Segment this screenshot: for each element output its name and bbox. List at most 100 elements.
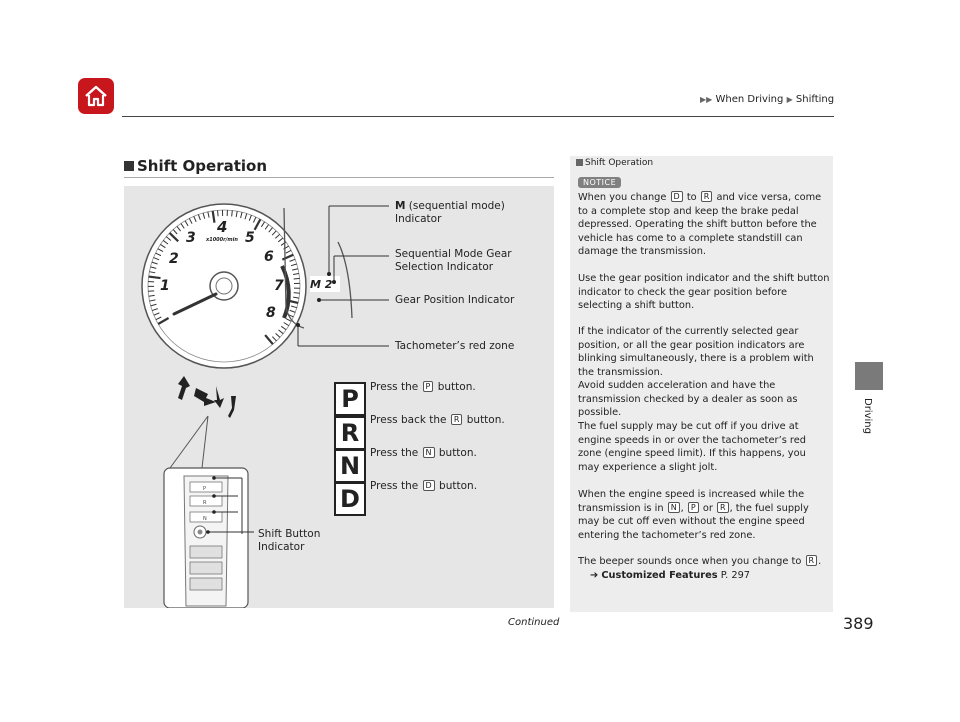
svg-text:N: N: [203, 516, 207, 522]
tachometer-needle: [172, 292, 218, 316]
gauge-number-4: 4: [216, 218, 227, 236]
gauge-tick: [285, 318, 292, 322]
gauge-tick: [148, 294, 155, 297]
gauge-tick: [272, 336, 277, 342]
gauge-tick: [168, 232, 179, 243]
gauge-tick: [197, 214, 201, 221]
gauge-tick: [274, 233, 281, 239]
gauge-tick: [176, 226, 182, 232]
gauge-tick: [151, 308, 158, 312]
section-title: Shift Operation: [124, 157, 554, 178]
chapter-tab-marker[interactable]: [855, 362, 883, 390]
gauge-tick: [293, 296, 300, 299]
gauge-number-8: 8: [266, 305, 276, 321]
gauge-tick: [268, 227, 273, 233]
side-note-box: [570, 156, 833, 612]
step-text-r: Press back the R button.: [370, 414, 505, 426]
gauge-tick: [180, 223, 185, 229]
gauge-tick: [202, 212, 206, 219]
customized-features-link[interactable]: ➔ Customized Features P. 297: [590, 570, 751, 581]
gauge-tick: [165, 236, 172, 241]
link-arrow-icon: ➔: [590, 570, 599, 581]
page-number: 389: [843, 614, 874, 633]
breadcrumb-when-driving[interactable]: When Driving: [715, 94, 784, 105]
gauge-tick: [172, 229, 178, 235]
note-heading: Shift Operation: [576, 158, 653, 168]
section-bullet-icon: [124, 161, 134, 171]
chapter-tab-label[interactable]: Driving: [862, 398, 873, 434]
section-title-text: Shift Operation: [137, 157, 268, 175]
gauge-tick: [149, 271, 156, 274]
gauge-unit: x1000r/min: [205, 237, 238, 243]
gauge-tick: [283, 322, 290, 327]
home-icon: [85, 85, 107, 107]
breadcrumb-arrow-icon: ▶: [786, 95, 793, 104]
step-text-d: Press the D button.: [370, 480, 478, 492]
gauge-number-1: 1: [160, 278, 170, 294]
gauge-tick: [207, 211, 210, 218]
note-paragraph-3b: Avoid sudden acceleration and have the t…: [578, 380, 798, 418]
gauge-tick: [278, 329, 284, 335]
gauge-tick: [271, 230, 277, 236]
gauge-tick: [260, 221, 266, 228]
gauge-number-6: 6: [264, 249, 274, 265]
gauge-tick: [157, 248, 164, 253]
shift-button-console: P R N: [163, 467, 249, 608]
gauge-tick: [231, 210, 233, 217]
gauge-tick: [188, 218, 193, 224]
header-divider: [122, 116, 834, 117]
gauge-tick: [280, 325, 287, 331]
gauge-number-5: 5: [245, 230, 255, 246]
callout-sequential-gear: Sequential Mode Gear Selection Indicator: [395, 248, 512, 273]
gauge-tick: [217, 210, 219, 217]
step-letter-d: D: [334, 482, 366, 516]
gauge-tick: [264, 334, 274, 345]
step-letter-n: N: [334, 449, 366, 483]
gauge-tick: [211, 210, 216, 223]
notice-badge: NOTICE: [578, 177, 622, 188]
sequential-indicator-display: M 2: [310, 278, 333, 291]
gauge-tick: [290, 305, 297, 309]
gauge-tick: [252, 216, 257, 223]
gauge-tick: [162, 240, 169, 245]
gauge-tick: [157, 317, 170, 325]
gauge-tick: [264, 224, 270, 230]
callout-gear-position: Gear Position Indicator: [395, 294, 515, 306]
note-paragraph-6: The beeper sounds once when you change t…: [578, 555, 822, 567]
gauge-tick: [244, 213, 248, 220]
red-zone-arc: [280, 265, 291, 319]
gauge-number-7: 7: [274, 278, 284, 294]
gauge-tick: [155, 252, 162, 257]
gauge-tick: [290, 263, 297, 267]
gauge-tick: [235, 211, 238, 218]
gauge-number-3: 3: [186, 230, 196, 246]
callout-shift-button-indicator: Shift Button Indicator: [258, 528, 321, 553]
gauge-tick: [289, 258, 296, 262]
note-paragraph-1: When you change D to R and vice versa, c…: [578, 191, 822, 257]
gauge-tick: [292, 268, 299, 271]
home-button[interactable]: [78, 78, 114, 114]
gauge-tick: [293, 277, 300, 280]
gauge-tick: [248, 214, 252, 221]
breadcrumb-arrow-icon: ▶▶: [700, 95, 713, 104]
gauge-tick: [285, 249, 292, 254]
gauge-tick: [275, 332, 281, 338]
gauge-tick: [151, 261, 158, 265]
note-paragraph-5: When the engine speed is increased while…: [578, 489, 809, 541]
continued-label: Continued: [508, 617, 560, 628]
gauge-tick: [289, 309, 296, 313]
step-letter-r: R: [334, 416, 366, 450]
button-press-arrows-icon: [178, 376, 236, 418]
gauge-tick: [150, 266, 157, 269]
gauge-tick: [193, 216, 197, 222]
gauge-tick: [155, 316, 162, 321]
gauge-tick: [149, 299, 156, 302]
gauge-tick: [148, 275, 161, 280]
gauge-tick: [277, 237, 284, 243]
note-paragraph-3: If the indicator of the currently select…: [578, 326, 814, 378]
tachometer-gauge: 4 3 5 2 6 1 7 8 x1000r/min: [141, 203, 307, 369]
gauge-tick: [240, 212, 243, 219]
step-text-n: Press the N button.: [370, 447, 477, 459]
breadcrumb-shifting[interactable]: Shifting: [795, 94, 835, 105]
note-marker-icon: [576, 159, 583, 166]
